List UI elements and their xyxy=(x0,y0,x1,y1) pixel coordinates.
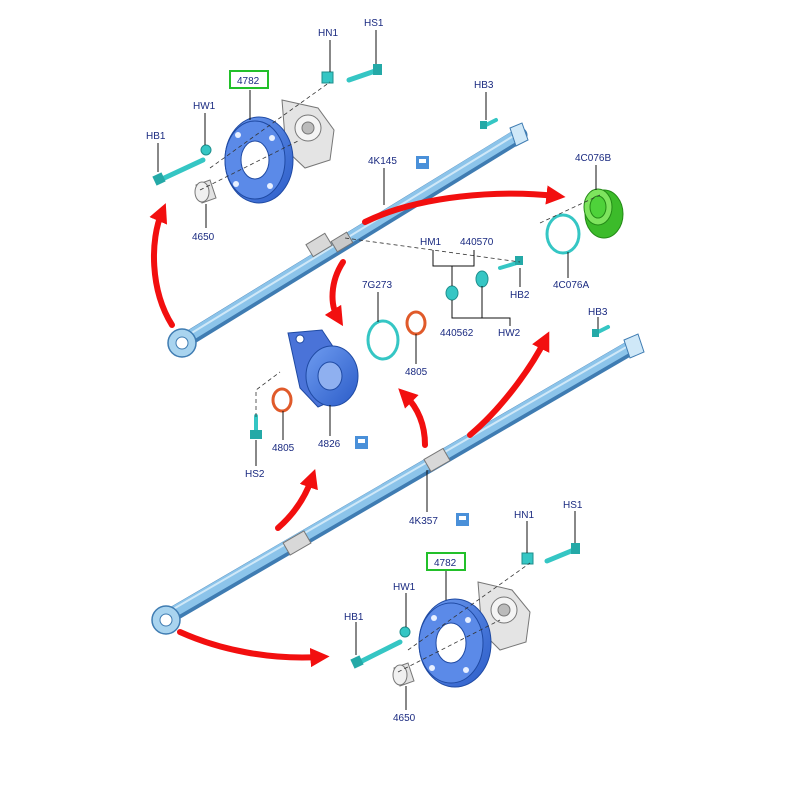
label-top-4c076b[interactable]: 4C076B xyxy=(575,153,611,164)
label-top-hn1[interactable]: HN1 xyxy=(318,28,338,39)
bottom-washer-hw1 xyxy=(399,626,411,638)
retaining-ring-4c076a xyxy=(545,213,581,255)
label-top-hs1[interactable]: HS1 xyxy=(364,18,384,29)
label-7g273[interactable]: 7G273 xyxy=(362,280,392,291)
info-icon-4k145[interactable] xyxy=(416,156,429,169)
label-hb2[interactable]: HB2 xyxy=(510,290,530,301)
flow-arrows xyxy=(149,185,566,668)
top-flex-coupling-4782 xyxy=(224,116,294,204)
label-440570[interactable]: 440570 xyxy=(460,237,494,248)
nut-hm1 xyxy=(445,285,459,301)
oring-7g273 xyxy=(366,319,400,361)
top-bolt-hb3 xyxy=(480,118,498,129)
cv-boot-4c076b xyxy=(583,188,624,239)
washer-hw2 xyxy=(475,270,489,288)
label-4805-right[interactable]: 4805 xyxy=(405,367,428,378)
label-bottom-4650[interactable]: 4650 xyxy=(393,713,416,724)
bottom-bolt-hs1 xyxy=(544,543,580,564)
label-4c076a[interactable]: 4C076A xyxy=(553,280,589,291)
label-top-4k145[interactable]: 4K145 xyxy=(368,156,397,167)
highlight-box-top-4782 xyxy=(229,70,269,89)
front-shaft-4k145 xyxy=(167,122,529,358)
label-bottom-hw1[interactable]: HW1 xyxy=(393,582,416,593)
leader-lines xyxy=(157,30,599,710)
label-440562[interactable]: 440562 xyxy=(440,328,474,339)
seal-4805-right xyxy=(405,310,427,336)
top-bolt-hb1 xyxy=(152,157,206,186)
top-nut-hn1 xyxy=(321,71,334,84)
info-icon-4k357[interactable] xyxy=(456,513,469,526)
top-bolt-hs1 xyxy=(346,64,382,83)
center-bearing-4826 xyxy=(287,329,359,408)
label-4805-left[interactable]: 4805 xyxy=(272,443,295,454)
bottom-flange-yoke xyxy=(477,581,531,651)
info-icon-4826[interactable] xyxy=(355,436,368,449)
label-4k357[interactable]: 4K357 xyxy=(409,516,438,527)
top-washer-hw1 xyxy=(200,144,212,156)
label-top-hb3[interactable]: HB3 xyxy=(474,80,494,91)
label-top-hw1[interactable]: HW1 xyxy=(193,101,216,112)
label-hs2[interactable]: HS2 xyxy=(245,469,265,480)
bottom-flex-coupling-4782 xyxy=(418,598,492,688)
top-bush-4650 xyxy=(194,179,217,204)
label-bottom-4782[interactable]: 4782 xyxy=(434,558,457,569)
bolt-hs2 xyxy=(250,414,262,439)
label-4826[interactable]: 4826 xyxy=(318,439,341,450)
label-top-4782[interactable]: 4782 xyxy=(237,76,260,87)
bottom-bush-4650 xyxy=(392,662,415,687)
label-bottom-hs1[interactable]: HS1 xyxy=(563,500,583,511)
label-bottom-hb1[interactable]: HB1 xyxy=(344,612,364,623)
label-mid-hb3[interactable]: HB3 xyxy=(588,307,608,318)
seal-4805-left xyxy=(271,387,293,413)
bottom-nut-hn1 xyxy=(521,552,534,565)
assembly-lines xyxy=(199,81,601,673)
bolt-hb2 xyxy=(498,256,523,270)
mid-bolt-hb3 xyxy=(592,325,610,337)
label-hm1[interactable]: HM1 xyxy=(420,237,442,248)
label-top-4650[interactable]: 4650 xyxy=(192,232,215,243)
label-top-hb1[interactable]: HB1 xyxy=(146,131,166,142)
bottom-bolt-hb1 xyxy=(350,639,403,669)
label-bottom-hn1[interactable]: HN1 xyxy=(514,510,534,521)
label-hw2[interactable]: HW2 xyxy=(498,328,521,339)
part-labels: HN1 HS1 4782 HB3 HW1 HB1 4K145 4C076B 46… xyxy=(146,18,611,724)
rear-shaft-4k357 xyxy=(151,333,645,635)
highlight-box-bottom-4782 xyxy=(426,552,466,571)
top-flange-yoke xyxy=(281,99,335,169)
